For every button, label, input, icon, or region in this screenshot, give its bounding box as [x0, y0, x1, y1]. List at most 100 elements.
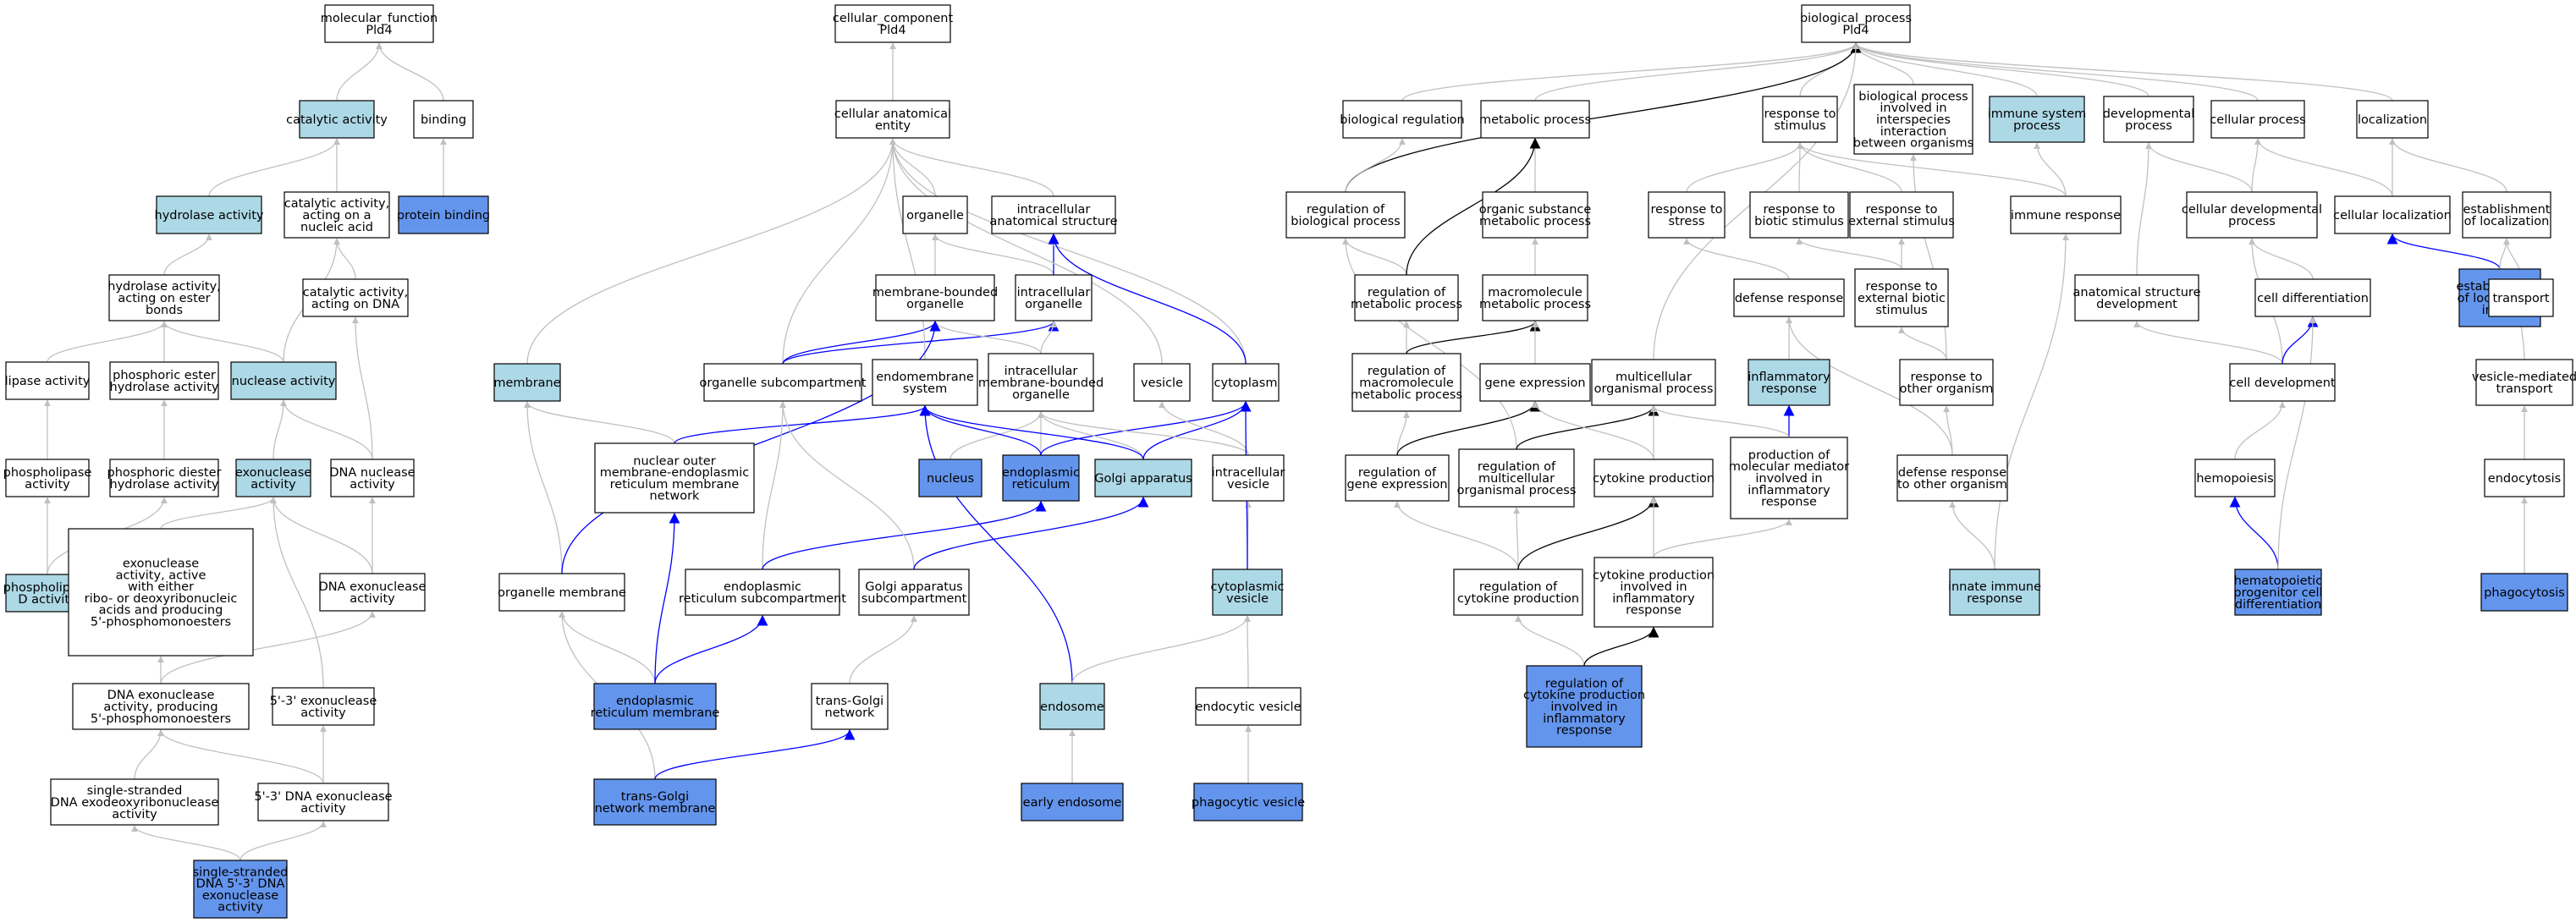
- go-term-node-hemopoiesis[interactable]: hemopoiesis: [2194, 459, 2276, 497]
- go-term-node-nucleus[interactable]: nucleus: [918, 459, 983, 497]
- go-term-node-organelle[interactable]: organelle: [902, 195, 968, 234]
- go-term-node-geneexp[interactable]: gene expression: [1479, 363, 1591, 402]
- go-term-node-defense[interactable]: defense response: [1733, 278, 1845, 317]
- go-term-node-cytoplasm[interactable]: cytoplasm: [1212, 363, 1280, 402]
- go-term-node-endocytosis[interactable]: endocytosis: [2484, 459, 2565, 497]
- go-term-node-hydro[interactable]: hydrolase activity: [155, 195, 264, 234]
- go-term-node-golgi[interactable]: Golgi apparatus: [1094, 459, 1192, 497]
- go-term-node-loc[interactable]: localization: [2356, 100, 2429, 139]
- go-term-node-nucouter[interactable]: nuclear outermembrane-endoplasmicreticul…: [594, 442, 755, 514]
- go-term-node-endovesicle[interactable]: endocytic vesicle: [1195, 687, 1302, 726]
- go-term-node-membrane[interactable]: membrane: [493, 363, 561, 402]
- go-term-node-osub[interactable]: organelle subcompartment: [700, 363, 867, 402]
- go-term-node-binding[interactable]: binding: [413, 100, 474, 139]
- go-term-node-protbind[interactable]: protein binding: [397, 195, 490, 234]
- node-box: [2334, 195, 2451, 234]
- go-term-node-cat[interactable]: catalytic activity: [286, 100, 388, 139]
- go-term-node-immresp[interactable]: immune response: [2010, 195, 2122, 234]
- go-term-node-transport[interactable]: transport: [2488, 278, 2554, 317]
- node-label: regulation of: [1545, 677, 1624, 690]
- go-term-node-metab[interactable]: metabolic process: [1479, 100, 1591, 139]
- go-term-node-earlyendo[interactable]: early endosome: [1021, 783, 1124, 821]
- go-term-node-catdna[interactable]: catalytic activity,acting on DNA: [302, 278, 409, 317]
- go-term-node-phagovesicle[interactable]: phagocytic vesicle: [1192, 783, 1305, 821]
- go-term-node-orgmem[interactable]: organelle membrane: [498, 573, 626, 612]
- go-term-node-endosome[interactable]: endosome: [1039, 683, 1105, 730]
- node-label: catalytic activity,: [284, 197, 389, 211]
- go-term-node-celldiff[interactable]: cell differentiation: [2254, 278, 2371, 317]
- go-term-node-celldev[interactable]: cell development: [2229, 363, 2336, 402]
- edge-membrane-to-cae: [526, 138, 896, 365]
- go-term-node-cellproc[interactable]: cellular process: [2210, 100, 2306, 139]
- go-term-node-vesicle[interactable]: vesicle: [1133, 363, 1191, 402]
- go-term-node-lipase[interactable]: lipase activity: [5, 361, 91, 400]
- go-term-node-cytoprod[interactable]: cytokine production: [1593, 459, 1715, 497]
- go-term-node-nuclease[interactable]: nuclease activity: [230, 361, 337, 400]
- go-term-node-bioreg[interactable]: biological regulation: [1340, 100, 1465, 139]
- node-box: [1212, 569, 1283, 616]
- go-term-node-cellloc[interactable]: cellular localization: [2333, 195, 2452, 234]
- go-term-node-phago[interactable]: phagocytosis: [2480, 573, 2568, 612]
